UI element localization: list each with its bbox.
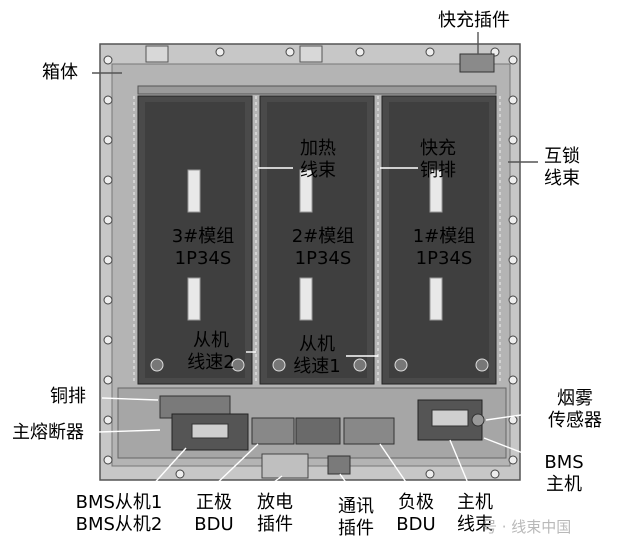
comm-connector-part: [327, 455, 351, 475]
label-slave-harness-1-line1: 从机: [299, 334, 335, 355]
label-fast-charge-busbar-line2: 铜排: [420, 160, 456, 181]
label-module-3: 3#模组 1P34S: [164, 226, 242, 270]
watermark: 号 · 线束中国: [482, 518, 572, 536]
label-smoke-sensor-line2: 传感器: [548, 410, 602, 431]
label-bms-slave-1: BMS从机1: [75, 492, 163, 513]
label-enclosure: 箱体: [42, 62, 78, 83]
leader-lines: [92, 32, 547, 489]
label-interlock-harness-line2: 线束: [544, 168, 580, 189]
label-positive-bdu-line2: BDU: [194, 514, 234, 535]
label-module-1-name: 1#模组: [412, 226, 476, 247]
label-smoke-sensor: 烟雾 传感器: [542, 388, 608, 432]
label-master-harness-line2: 线束: [457, 514, 493, 535]
fast-charge-port: [459, 53, 495, 73]
harness-lines: [133, 96, 501, 384]
label-slave-harness-2-line1: 从机: [193, 330, 229, 351]
label-bms-slaves: BMS从机1 BMS从机2: [64, 492, 174, 536]
label-positive-bdu: 正极 BDU: [190, 492, 238, 536]
label-heating-harness-line2: 线束: [300, 160, 336, 181]
label-bms-master-line1: BMS: [544, 452, 584, 473]
label-bms-master: BMS 主机: [540, 452, 588, 496]
label-discharge-connector-line2: 插件: [257, 514, 293, 535]
bms-slave-window: [191, 423, 229, 439]
top-busbar: [137, 85, 497, 95]
label-interlock-harness: 互锁 线束: [540, 146, 584, 190]
label-module-1: 1#模组 1P34S: [405, 226, 483, 270]
label-master-harness: 主机 线束: [452, 492, 498, 536]
label-smoke-sensor-line1: 烟雾: [557, 388, 593, 409]
top-bracket-mid: [299, 45, 323, 63]
perimeter-bolts: [103, 47, 518, 479]
label-bms-slave-2: BMS从机2: [75, 514, 163, 535]
label-negative-bdu-line1: 负极: [398, 492, 434, 513]
label-discharge-connector-line1: 放电: [257, 492, 293, 513]
label-interlock-harness-line1: 互锁: [544, 146, 580, 167]
label-negative-bdu: 负极 BDU: [392, 492, 440, 536]
module-1: [381, 95, 497, 385]
module-2: [259, 95, 375, 385]
label-comm-connector-line1: 通讯: [338, 496, 374, 517]
label-module-2: 2#模组 1P34S: [284, 226, 362, 270]
label-slave-harness-1-line2: 线速1: [293, 356, 341, 377]
label-fast-charge-busbar: 快充 铜排: [415, 138, 461, 182]
label-negative-bdu-line2: BDU: [396, 514, 436, 535]
smoke-sensor-part: [471, 413, 485, 427]
label-fast-charge-busbar-line1: 快充: [420, 138, 456, 159]
label-busbar: 铜排: [50, 386, 86, 407]
label-heating-harness: 加热 线束: [295, 138, 341, 182]
label-slave-harness-2-line2: 线速2: [187, 352, 235, 373]
label-comm-connector: 通讯 插件: [333, 496, 379, 540]
label-bms-master-line2: 主机: [546, 474, 582, 495]
module-3: [137, 95, 253, 385]
label-module-2-config: 1P34S: [294, 248, 352, 269]
comm-box: [295, 417, 341, 445]
label-main-fuse: 主熔断器: [12, 422, 84, 443]
label-slave-harness-2: 从机 线速2: [180, 330, 242, 374]
label-module-3-name: 3#模组: [171, 226, 235, 247]
label-fast-charge-connector: 快充插件: [438, 10, 510, 31]
label-heating-harness-line1: 加热: [300, 138, 336, 159]
top-bracket-left: [145, 45, 169, 63]
positive-bdu-part: [251, 417, 295, 445]
bms-master-window: [431, 409, 469, 427]
label-module-3-config: 1P34S: [174, 248, 232, 269]
negative-bdu-part: [343, 417, 395, 445]
discharge-connector-part: [261, 453, 309, 479]
label-discharge-connector: 放电 插件: [252, 492, 298, 536]
label-comm-connector-line2: 插件: [338, 518, 374, 539]
label-master-harness-line1: 主机: [457, 492, 493, 513]
label-positive-bdu-line1: 正极: [196, 492, 232, 513]
label-module-1-config: 1P34S: [415, 248, 473, 269]
label-slave-harness-1: 从机 线速1: [286, 334, 348, 378]
label-module-2-name: 2#模组: [291, 226, 355, 247]
